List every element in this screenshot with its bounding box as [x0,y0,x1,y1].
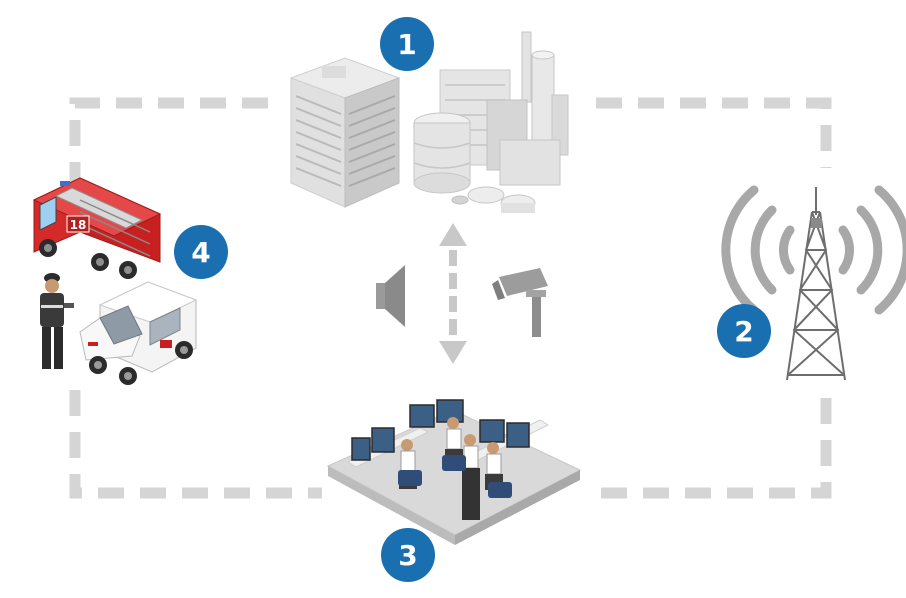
office-building-icon [289,57,401,208]
node-3-label: 3 [398,538,418,572]
industrial-plant-icon [413,31,569,213]
node-1-label: 1 [397,27,417,61]
radio-tower-icon [786,187,846,381]
node-2-label: 2 [734,314,754,348]
connector-left-bottom [69,390,322,499]
node-4-badge: 4 [174,225,228,279]
cctv-camera-icon [492,268,548,337]
monitors [351,399,530,461]
node-4-label: 4 [191,235,211,269]
wave-right-mid [856,205,883,295]
wave-left-inner [779,225,795,275]
wave-right-inner [838,225,854,275]
dashed-connector-loop [69,97,832,499]
chairs [398,455,512,498]
radio-waves-icon [721,185,906,315]
wave-left-outer [721,185,759,315]
security-van-icon [79,281,198,385]
wave-right-outer [874,185,906,315]
bidirectional-arrow-icon [439,223,467,364]
connector-right-bottom [590,398,832,499]
speaker-icon [376,265,405,327]
security-guard-icon [40,273,74,369]
control-room-icon [326,399,582,545]
node-3-badge: 3 [381,528,435,582]
fire-truck-icon: 18 [32,177,162,279]
node-1-badge: 1 [380,17,434,71]
node-2-badge: 2 [717,304,771,358]
wave-left-mid [750,205,777,295]
connector-top-right [596,97,832,168]
truck-number-label: 18 [70,218,87,232]
connector-top-left [69,97,268,205]
